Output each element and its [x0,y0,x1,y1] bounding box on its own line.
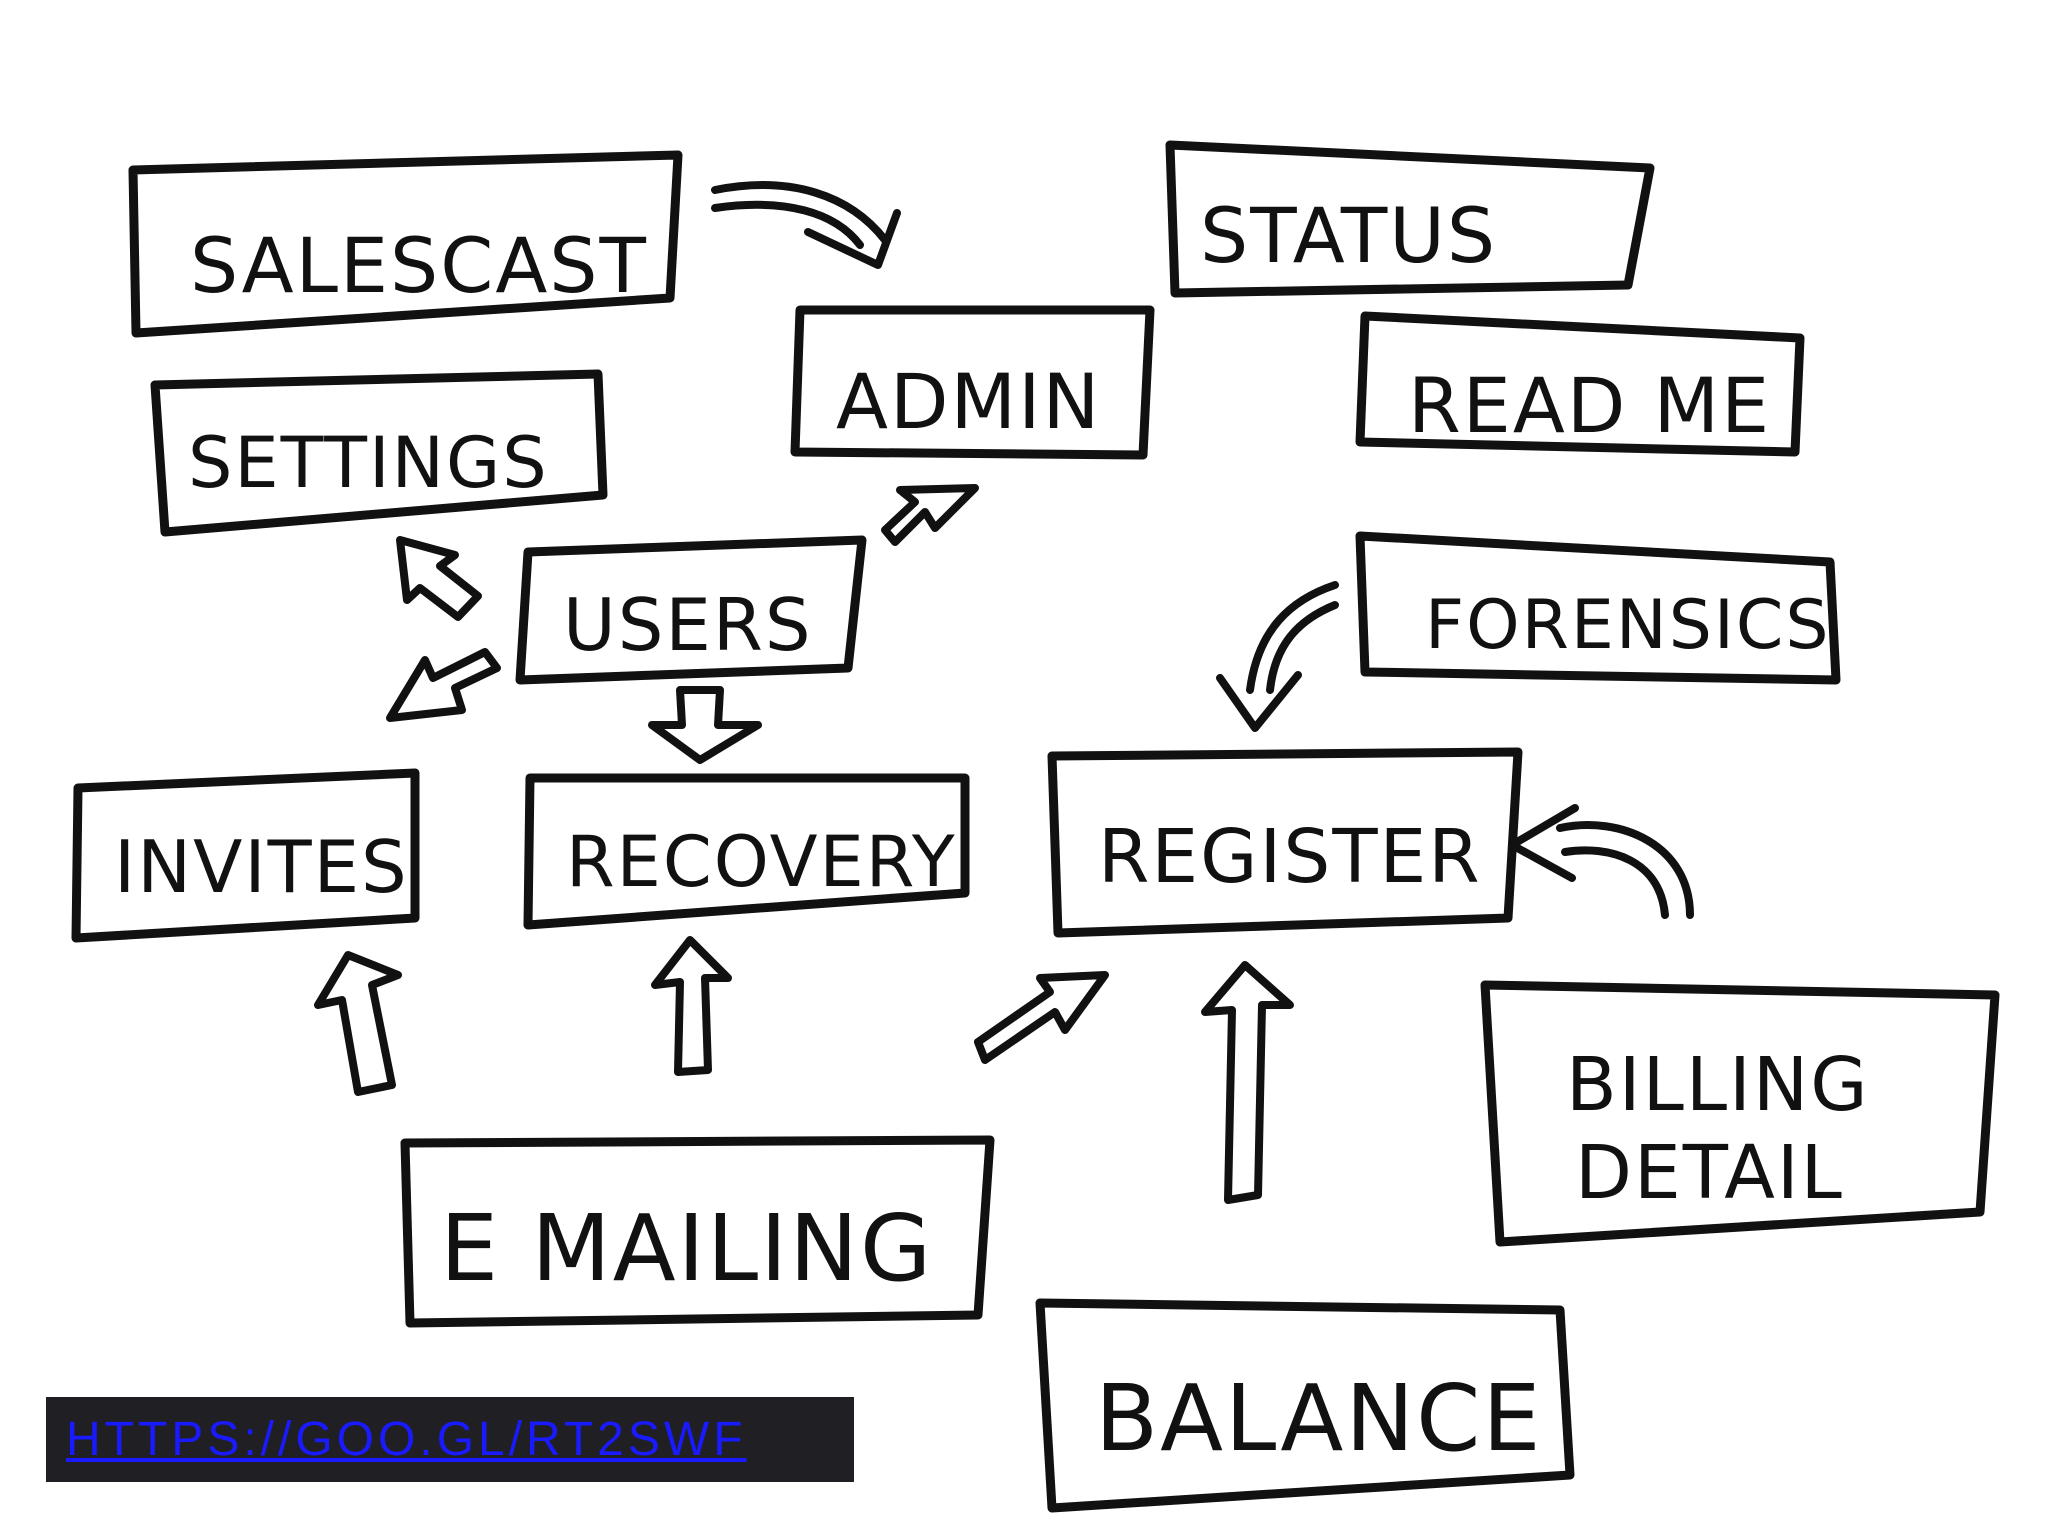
source-link[interactable]: HTTPS://GOO.GL/RT2SWF [66,1413,747,1466]
node-readme: READ ME [1355,311,1805,457]
arrow-forensics-to-register [1216,581,1339,732]
node-users: USERS [515,535,867,685]
node-invites-label: INVITES [114,825,409,909]
arrow-balance-to-register [1201,961,1294,1204]
node-balance-label: BALANCE [1095,1365,1543,1472]
node-users-label: USERS [563,583,813,667]
node-invites: INVITES [71,768,420,943]
node-forensics: FORENSICS [1355,531,1841,685]
arrow-emailing-to-register [974,971,1109,1064]
node-billing-detail: BILLING DETAIL [1480,980,2000,1247]
node-forensics-label: FORENSICS [1425,586,1831,665]
node-status-label: STATUS [1200,191,1497,280]
arrow-users-to-invites [386,648,501,722]
node-salescast: SALESCAST [128,150,683,338]
node-status: STATUS [1165,140,1655,298]
arrow-users-to-admin [881,484,979,546]
arrow-salescast-to-admin [711,181,901,269]
node-recovery-label: RECOVERY [566,821,957,903]
node-billing-label-line1: BILLING [1566,1042,1870,1128]
node-billing-label-line2: DETAIL [1575,1130,1844,1216]
node-admin-label: ADMIN [836,357,1101,446]
node-admin: ADMIN [790,305,1155,460]
node-emailing: E MAILING [400,1135,995,1328]
arrow-emailing-to-recovery [651,936,732,1076]
node-salescast-label: SALESCAST [190,221,648,310]
node-settings: SETTINGS [150,369,608,537]
node-register: REGISTER [1047,747,1523,938]
url-banner: HTTPS://GOO.GL/RT2SWF [46,1397,854,1482]
node-recovery: RECOVERY [523,773,970,930]
node-emailing-label: E MAILING [440,1195,933,1302]
arrow-users-to-settings [396,536,482,621]
node-readme-label: READ ME [1408,361,1771,450]
arrow-billing-to-register [1508,804,1694,919]
arrow-users-to-recovery [648,686,762,764]
node-settings-label: SETTINGS [188,422,549,504]
node-register-label: REGISTER [1098,814,1482,900]
arrow-emailing-to-invites [314,951,402,1096]
node-balance: BALANCE [1035,1298,1575,1513]
